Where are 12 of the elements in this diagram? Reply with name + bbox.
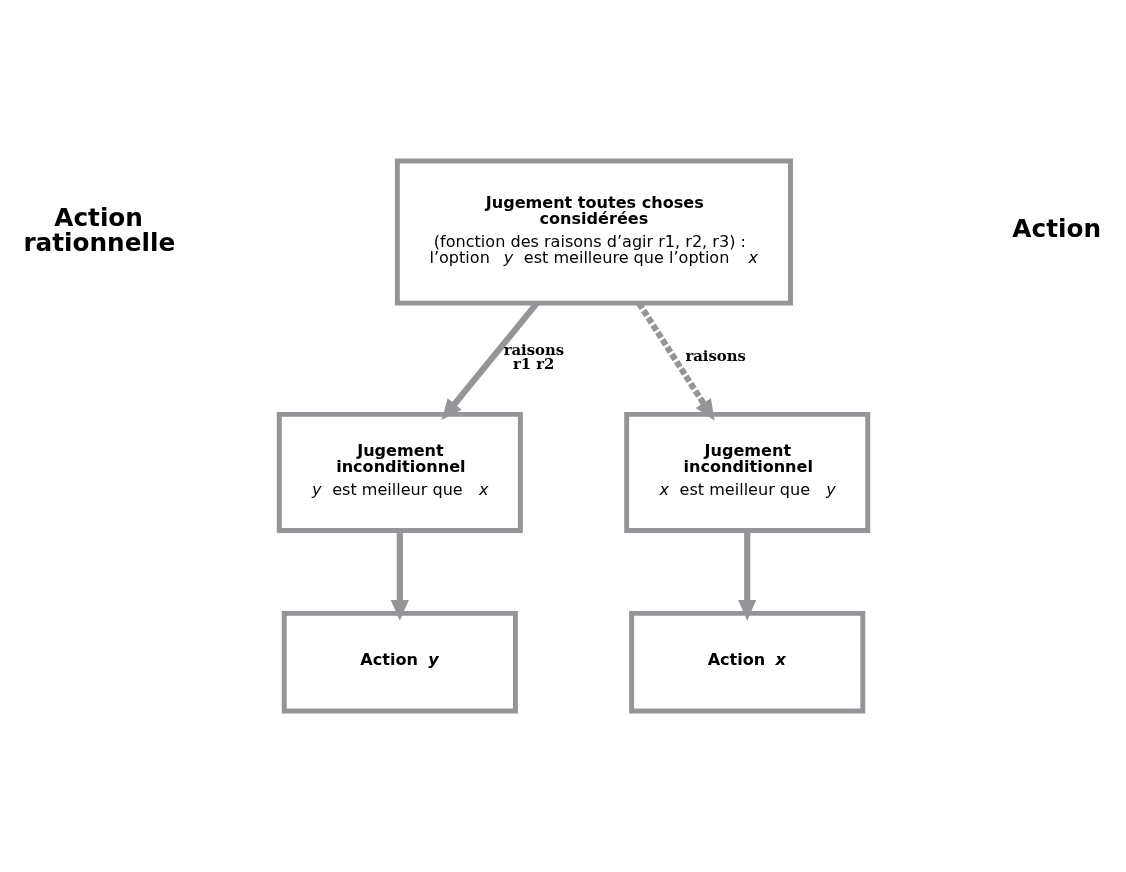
node-box: Action y [281,610,518,714]
edge-label: raisons r1 r2 [503,340,565,373]
label: Action rationnelle [23,202,176,257]
label: Action [1012,213,1102,243]
node-box: Jugement inconditionnel y est meilleur que x [276,411,523,534]
node-box: Jugement inconditionnel x est meilleur que y [624,411,871,534]
node-box: Action x [629,610,866,714]
arrow [636,301,715,421]
edge-label: raisons [685,347,746,365]
arrow [390,530,409,621]
arrow [738,530,757,621]
node-box: Jugement toutes choses considérées (fonction des raisons d’agir r1, r2, r3) : l’option y est meilleure que l’option x [394,158,793,306]
